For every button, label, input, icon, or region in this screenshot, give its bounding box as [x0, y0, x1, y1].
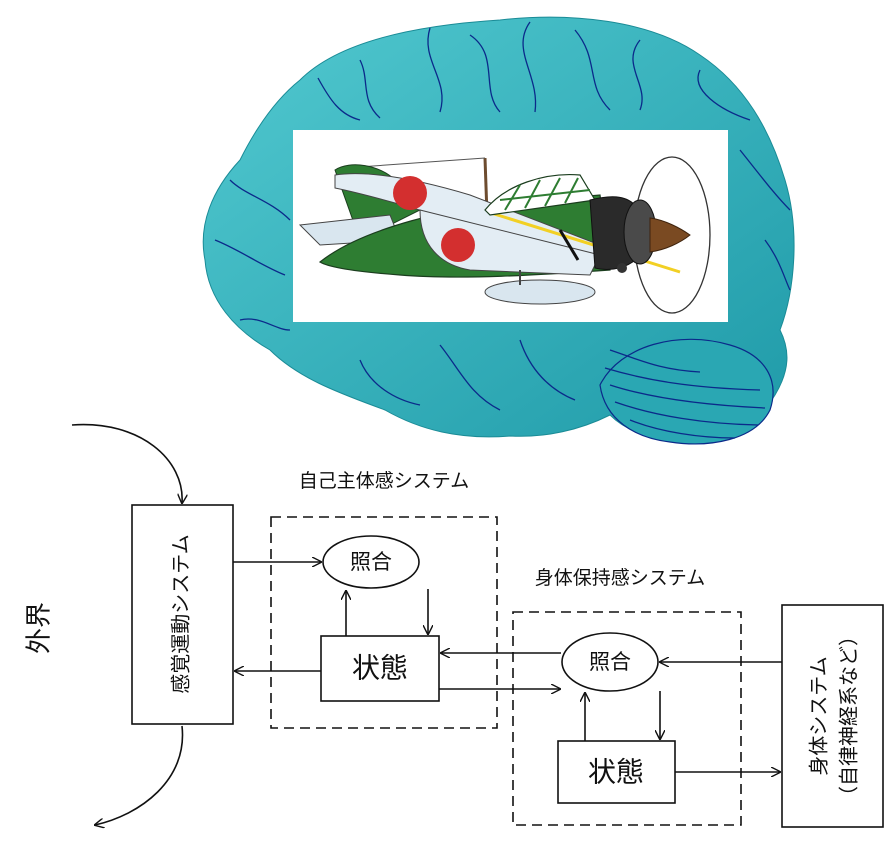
ownership-state-box: [557, 740, 676, 804]
tail-wheel: [617, 263, 627, 273]
sensorimotor-system-label: 感覚運動システム: [169, 534, 193, 693]
ownership-collation-label: 照合: [589, 650, 631, 674]
brain-folds: [214, 21, 791, 439]
sensorimotor-system-box: [131, 504, 234, 725]
cerebellum-shape: [599, 338, 774, 445]
block-diagram: [71, 423, 884, 828]
body-system-label-line2: （自律神経系など）: [837, 626, 861, 806]
propeller-spinner: [649, 217, 691, 253]
drop-tank: [484, 279, 596, 305]
canopy-frame: [499, 177, 591, 211]
ownership-collation-node: [561, 632, 659, 692]
sense-of-ownership-system-box: [512, 611, 742, 826]
agency-collation-label: 照合: [350, 550, 392, 574]
external-input-arrow: [71, 423, 182, 503]
outside-world-label: 外界: [25, 602, 55, 654]
sense-of-agency-system-box: [270, 516, 498, 729]
brain-illustration: [202, 16, 795, 445]
sense-of-ownership-system-title: 身体保持感システム: [535, 567, 705, 589]
body-system-label-line1: 身体システム: [807, 656, 831, 775]
wing-leading-edge: [487, 210, 681, 274]
body-system-box: [781, 604, 884, 828]
sense-of-agency-system-title: 自己主体感システム: [299, 470, 469, 492]
ownership-state-label: 状態: [588, 756, 644, 789]
hinomaru-upper: [393, 176, 427, 210]
agency-collation-node: [322, 535, 420, 589]
agency-state-label: 状態: [352, 652, 408, 685]
hinomaru-fuselage: [441, 228, 475, 262]
wing-gun-port: [558, 229, 580, 261]
agency-state-box: [320, 635, 440, 702]
airplane-illustration: [298, 156, 711, 314]
external-output-arrow: [95, 725, 184, 825]
